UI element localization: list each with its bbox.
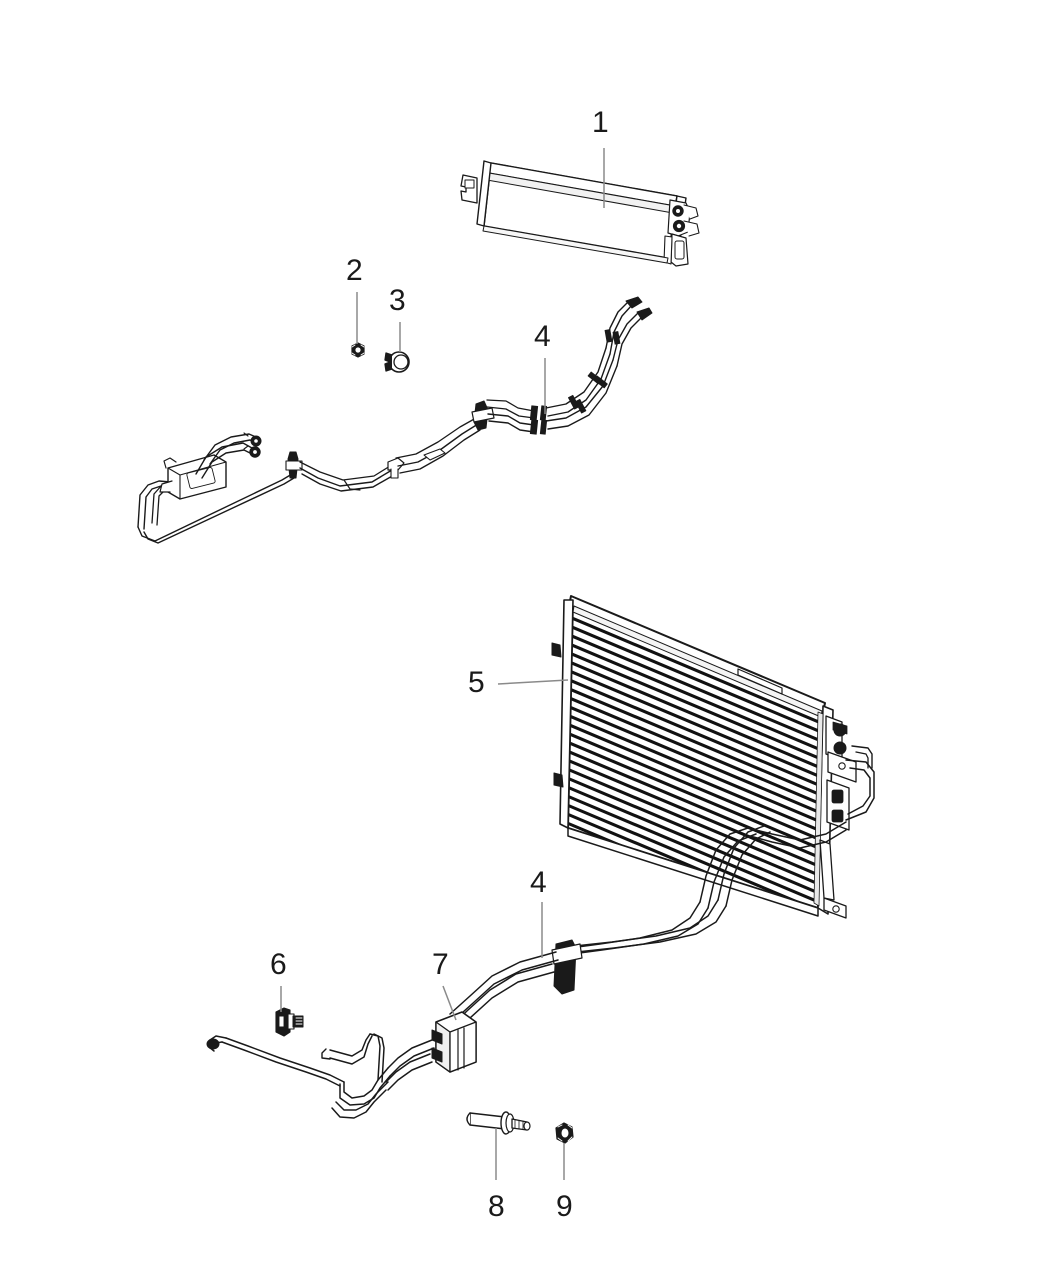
callout-number-4-lower: 4	[530, 866, 547, 899]
callout-number-2: 2	[346, 254, 363, 287]
callout-number-1: 1	[592, 106, 609, 139]
callout-number-4-upper: 4	[534, 320, 551, 353]
callout-number-5: 5	[468, 666, 485, 699]
part-fitting-6	[275, 1007, 304, 1037]
callout-number-9: 9	[556, 1190, 573, 1223]
part-clamp-3	[384, 351, 410, 373]
callout-number-3: 3	[389, 284, 406, 317]
callout-number-7: 7	[432, 948, 449, 981]
leader-7	[442, 985, 457, 1021]
part-ac-condenser	[551, 595, 875, 919]
leader-lines	[280, 148, 605, 1180]
part-bolt-8	[466, 1111, 531, 1135]
callout-number-6: 6	[270, 948, 287, 981]
leader-5	[497, 679, 569, 685]
part-transmission-oil-cooler	[460, 160, 700, 267]
part-oil-cooler-tube-upper	[137, 296, 653, 544]
part-oil-cooler-bypass-valve	[431, 1011, 477, 1073]
part-nut-9	[555, 1122, 574, 1144]
callout-number-8: 8	[488, 1190, 505, 1223]
part-nut-2	[351, 342, 365, 358]
